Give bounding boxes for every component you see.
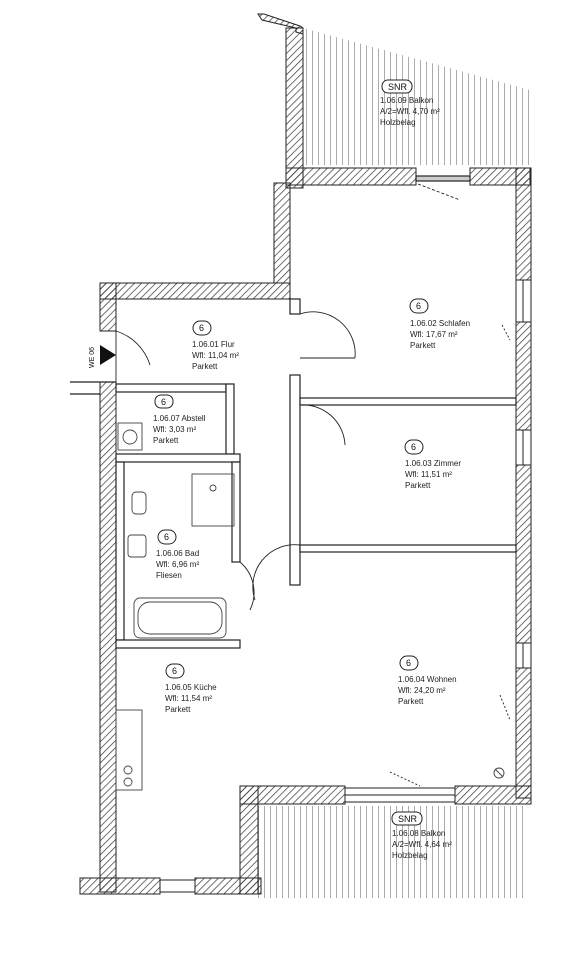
door-swings [115,183,511,787]
svg-text:Holzbelag: Holzbelag [380,118,416,127]
svg-text:6: 6 [406,658,411,668]
windows [159,279,532,893]
svg-text:Wfl: 11,04 m²: Wfl: 11,04 m² [192,351,239,360]
svg-text:6: 6 [161,397,166,407]
room-label-flur: 6 1.06.01 Flur Wfl: 11,04 m² Parkett [192,320,239,371]
entrance-label: WE 06 [89,347,96,368]
storage-unit [117,422,143,451]
svg-text:Wfl: 3,03 m²: Wfl: 3,03 m² [153,425,196,434]
entrance-arrow-icon [100,345,116,365]
svg-text:1.06.06 Bad: 1.06.06 Bad [156,549,199,558]
svg-text:1.06.07 Abstell: 1.06.07 Abstell [153,414,206,423]
fixtures [115,422,505,791]
svg-text:Parkett: Parkett [410,341,436,350]
svg-text:SNR: SNR [388,82,408,92]
svg-text:Parkett: Parkett [192,362,218,371]
svg-text:SNR: SNR [398,814,418,824]
bathtub [133,597,227,639]
room-label-wohnen: 6 1.06.04 Wohnen Wfl: 24,20 m² Parkett [398,655,457,706]
bath-sink [127,534,147,558]
svg-text:6: 6 [411,442,416,452]
svg-text:1.06.05 Küche: 1.06.05 Küche [165,683,217,692]
room-label-abstell: 6 1.06.07 Abstell Wfl: 3,03 m² Parkett [153,394,206,445]
svg-text:1.06.03 Zimmer: 1.06.03 Zimmer [405,459,461,468]
svg-text:Parkett: Parkett [405,481,431,490]
svg-text:Parkett: Parkett [153,436,179,445]
svg-text:Wfl: 11,54 m²: Wfl: 11,54 m² [165,694,212,703]
svg-text:1.06.09 Balkon: 1.06.09 Balkon [380,96,433,105]
svg-text:Parkett: Parkett [398,697,424,706]
room-label-kueche: 6 1.06.05 Küche Wfl: 11,54 m² Parkett [165,663,217,714]
svg-text:Wfl: 6,96 m²: Wfl: 6,96 m² [156,560,199,569]
svg-text:Wfl: 17,67 m²: Wfl: 17,67 m² [410,330,458,339]
svg-text:6: 6 [199,323,204,333]
room-label-zimmer: 6 1.06.03 Zimmer Wfl: 11,51 m² Parkett [404,439,461,490]
toilet [131,491,147,515]
exterior-walls [79,13,532,895]
svg-text:1.06.08 Balkon: 1.06.08 Balkon [392,829,445,838]
shower [191,473,235,527]
balcony-top-floor [303,28,530,165]
svg-text:Holzbelag: Holzbelag [392,851,428,860]
svg-text:6: 6 [172,666,177,676]
room-label-balkon-bottom: SNR 1.06.08 Balkon A/2=Wfl. 4,64 m² Holz… [391,811,452,860]
svg-text:6: 6 [164,532,169,542]
entrance-marker: WE 06 [89,345,116,368]
svg-text:1.06.04 Wohnen: 1.06.04 Wohnen [398,675,457,684]
svg-text:Wfl: 24,20 m²: Wfl: 24,20 m² [398,686,446,695]
svg-text:Wfl: 11,51 m²: Wfl: 11,51 m² [405,470,452,479]
room-label-schlafen: 6 1.06.02 Schlafen Wfl: 17,67 m² Parkett [409,298,470,350]
svg-text:Parkett: Parkett [165,705,191,714]
svg-text:A/2=Wfl. 4,70 m²: A/2=Wfl. 4,70 m² [380,107,440,116]
svg-text:1.06.01 Flur: 1.06.01 Flur [192,340,235,349]
interior-walls [115,175,517,649]
svg-text:A/2=Wfl. 4,64 m²: A/2=Wfl. 4,64 m² [392,840,452,849]
svg-text:Fliesen: Fliesen [156,571,182,580]
kitchen-counter [115,709,143,791]
room-label-bad: 6 1.06.06 Bad Wfl: 6,96 m² Fliesen [156,529,199,580]
room-label-balkon-top: SNR 1.06.09 Balkon A/2=Wfl. 4,70 m² Holz… [380,79,440,127]
svg-text:6: 6 [416,301,421,311]
svg-text:1.06.02 Schlafen: 1.06.02 Schlafen [410,319,470,328]
